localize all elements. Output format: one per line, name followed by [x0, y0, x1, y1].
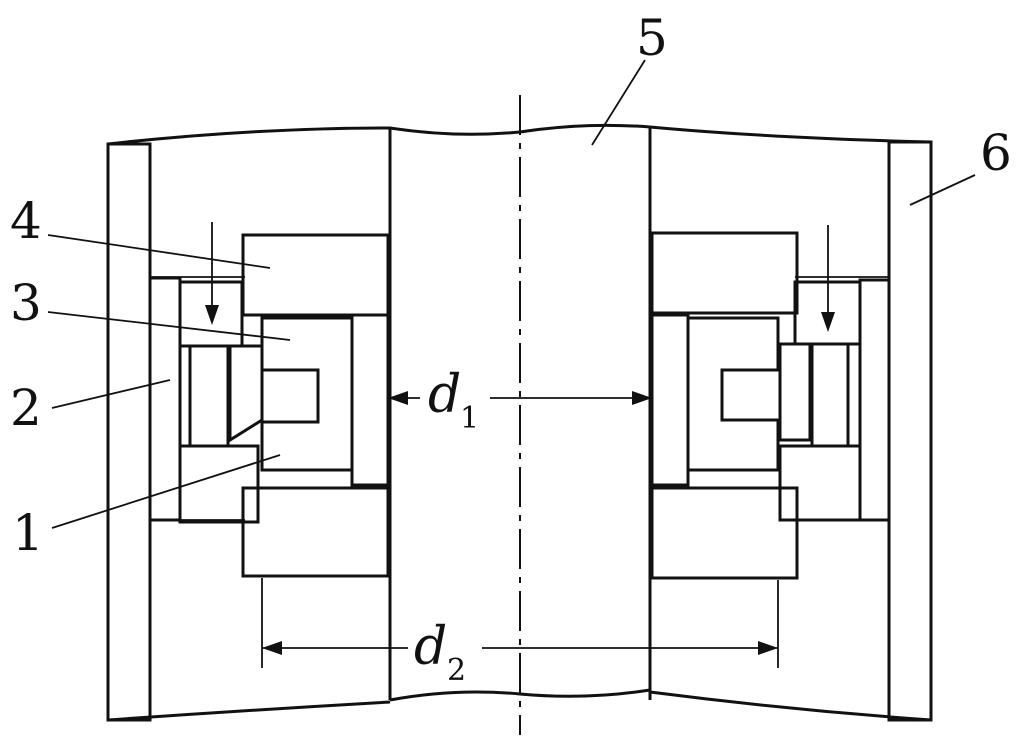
label-d2-subscript: 2: [447, 653, 466, 688]
label-part-5: 5: [636, 9, 668, 67]
label-d2-symbol: d: [414, 617, 447, 677]
label-part-4: 4: [10, 192, 42, 250]
label-d1-symbol: d: [428, 365, 461, 425]
dimension-d2: [261, 578, 779, 668]
left-seal-stack: [148, 222, 390, 578]
label-d1-subscript: 1: [460, 401, 479, 436]
label-part-3: 3: [10, 274, 42, 332]
right-seal-stack: [650, 225, 891, 580]
leader-lines: [47, 59, 976, 529]
dimension-d1: [388, 391, 652, 405]
label-part-6: 6: [980, 124, 1012, 182]
central-shaft: [388, 95, 652, 735]
label-part-1: 1: [12, 504, 44, 562]
label-part-2: 2: [10, 379, 42, 437]
